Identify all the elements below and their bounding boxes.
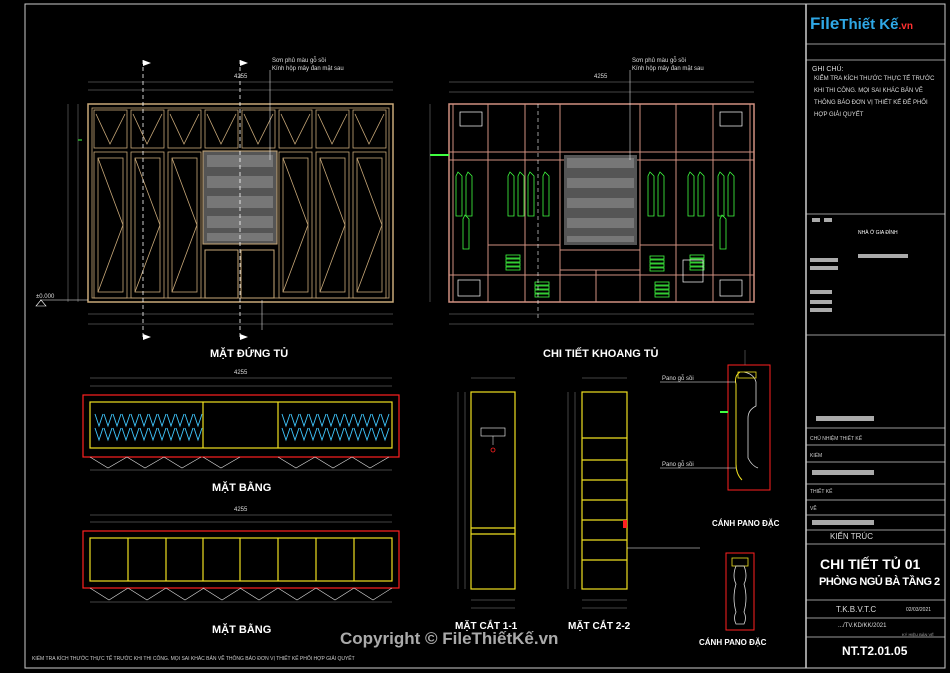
dim-elev-total: 4255 (234, 74, 248, 80)
project-name: NHÀ Ở GIA ĐÌNH (858, 230, 898, 236)
interior-view (448, 103, 755, 303)
site-logo: FileThiết Kế.vn (810, 14, 918, 40)
notes-line-3: THÔNG BÁO ĐƠN VỊ THIẾT KẾ ĐỂ PHỐI (814, 100, 928, 106)
label-tkbvtc: T.K.B.V.T.C (836, 605, 877, 614)
titleblock-placeholders (810, 218, 908, 525)
logo-vn: .vn (898, 21, 913, 32)
title-elevation: MẶT ĐỨNG TỦ (210, 348, 289, 360)
logo-thietke: Thiết Kế (839, 16, 899, 33)
interior-details (429, 70, 754, 325)
note-panel-2: Pano gỗ sồi (662, 462, 694, 468)
plan-view-bottom (82, 514, 400, 603)
title-plan-top: MẶT BẰNG (212, 482, 272, 494)
drawing-subtitle: PHÒNG NGỦ BÀ TẦNG 2 (819, 576, 940, 588)
section-2-2 (567, 377, 700, 609)
title-section-1: MẶT CẮT 1-1 (455, 621, 518, 632)
notes-heading: GHI CHÚ: (812, 66, 844, 73)
note-glass-elev: Kính hộp mây đan mặt sau (272, 66, 344, 72)
sheet-border (24, 3, 946, 669)
title-panel-top: CÁNH PANO ĐẶC (712, 519, 780, 528)
notes-line-1: KIỂM TRA KÍCH THƯỚC THỰC TẾ TRƯỚC (814, 76, 935, 82)
label-ky-hieu: KÝ HIỆU BẢN VẼ (902, 632, 934, 637)
label-ve: VẼ (810, 506, 817, 512)
label-chu-nhiem: CHỦ NHIỆM THIẾT KẾ (810, 436, 863, 442)
note-wood-int: Sơn phủ màu gỗ sồi (632, 58, 686, 64)
label-thiet-ke: THIẾT KẾ (810, 489, 833, 495)
note-panel-1: Pano gỗ sồi (662, 376, 694, 382)
section-1-1 (457, 377, 516, 609)
label-kiem: KIỂM (810, 453, 823, 459)
title-section-2: MẶT CẮT 2-2 (568, 621, 631, 632)
drawing-date: 02/03/2021 (906, 607, 932, 613)
logo-file: File (810, 14, 840, 33)
title-plan-bottom: MẶT BẰNG (212, 624, 272, 636)
dim-plan-total: 4255 (234, 370, 248, 376)
panel-detail-bottom (725, 552, 755, 631)
sheet-number: NT.T2.01.05 (842, 644, 908, 658)
footer-note: KIỂM TRA KÍCH THƯỚC THỰC TẾ TRƯỚC KHI TH… (32, 656, 355, 662)
doc-number: .../TV.KD/KK/2021 (838, 623, 887, 629)
notes-line-2: KHI THI CÔNG. MỌI SAI KHÁC BẢN VẼ (814, 88, 923, 94)
dim-plan2-total: 4255 (234, 507, 248, 513)
panel-detail-top (660, 350, 771, 491)
note-wood-elev: Sơn phủ màu gỗ sồi (272, 58, 326, 64)
plan-view-top (82, 377, 400, 471)
level-mark: ±0.000 (36, 294, 55, 300)
copyright-watermark: Copyright © FileThiếtKế.vn (340, 629, 559, 648)
title-panel-bottom: CÁNH PANO ĐẶC (699, 638, 767, 647)
note-glass-int: Kính hộp mây đan mặt sau (632, 66, 704, 72)
label-kien-truc: KIẾN TRÚC (830, 532, 873, 541)
elevation-view (35, 60, 394, 340)
titleblock-lines (806, 43, 945, 638)
drawing-title: CHI TIẾT TỦ 01 (820, 556, 921, 572)
dim-int-total: 4255 (594, 74, 608, 80)
title-interior: CHI TIẾT KHOANG TỦ (543, 348, 659, 360)
notes-line-4: HỢP GIẢI QUYẾT (814, 112, 864, 118)
